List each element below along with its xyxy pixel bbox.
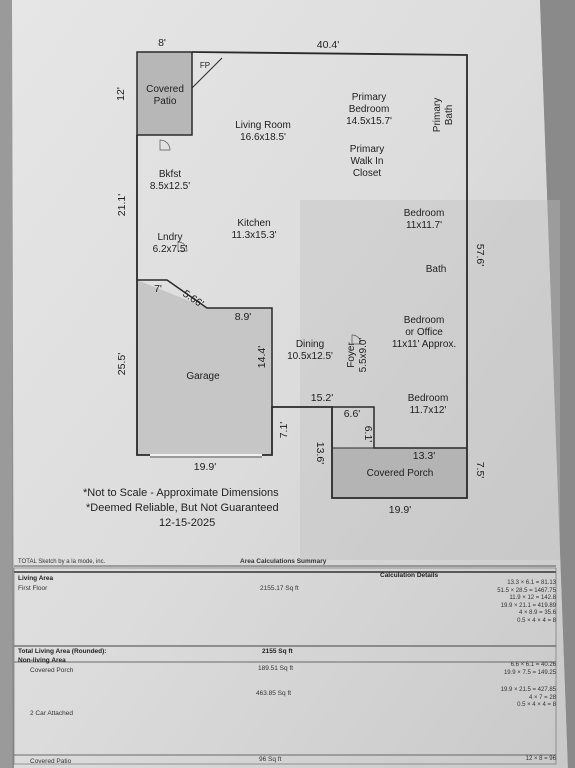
room-bedroom-office: Bedroom or Office 11x11' Approx.: [391, 315, 457, 350]
total-living-label: Total Living Area (Rounded):: [18, 648, 107, 655]
summary-title: Area Calculations Summary: [240, 558, 327, 565]
covered-porch-shape: [332, 448, 467, 498]
living-area-label: Living Area: [18, 575, 54, 582]
room-foyer: Foyer 5.5x9.0': [346, 337, 369, 373]
calc-details-label: Calculation Details: [380, 572, 439, 579]
garage-shape: [137, 280, 272, 455]
dim-left-21-1: 21.1': [116, 193, 128, 217]
porch-walls: [332, 406, 467, 449]
dim-garage-8-9: 8.9': [234, 311, 252, 323]
dim-porch-6-1: 6.1': [362, 425, 374, 443]
room-primary-bedroom: Primary Bedroom 14.5x15.7': [346, 92, 392, 127]
paper-sheet: [12, 0, 568, 768]
note-not-to-scale: *Not to Scale - Approximate Dimensions: [83, 487, 279, 499]
dim-garage-7: 7': [154, 283, 162, 295]
dim-right-57-6: 57.6': [474, 243, 486, 267]
dim-bottom-19-9-b: 19.9': [388, 504, 412, 516]
room-dining: Dining 10.5x12.5': [287, 339, 333, 362]
note-date: 12-15-2025: [159, 517, 216, 529]
room-living-room: Living Room 16.6x18.5': [235, 120, 291, 143]
calc_first_floor-line: 13.3 × 6.1 = 81.13: [507, 580, 556, 586]
calc-patio: 12 × 8 = 96: [420, 756, 556, 764]
dim-left-12: 12': [115, 87, 127, 101]
non-living-label: Non-living Area: [18, 657, 66, 664]
total-living-value: 2155 Sq ft: [262, 648, 293, 655]
dim-garage-14-4: 14.4': [256, 345, 268, 369]
room-bedroom-1: Bedroom 11x11.7': [403, 208, 445, 231]
room-breakfast: Bkfst 8.5x12.5': [149, 169, 191, 192]
calc_first_floor-line: 51.5 × 28.5 = 1467.75: [497, 587, 556, 594]
dim-porch-13-3: 13.3': [412, 450, 436, 462]
dim-left-25-5: 25.5': [116, 352, 128, 376]
calc_garage-line: 19.9 × 21.5 = 427.85: [500, 687, 556, 693]
dim-bottom-19-9-a: 19.9': [193, 461, 217, 473]
room-primary-bath: Primary Bath: [432, 97, 455, 133]
calc_porch-line: 19.9 × 7.5 = 149.25: [503, 669, 556, 676]
room-fireplace: FP: [199, 61, 211, 70]
calc_first_floor-line: 0.5 × 4 × 4 = 8: [517, 617, 556, 624]
first-floor-label: First Floor: [18, 585, 48, 592]
room-primary-walkin: Primary Walk In Closet: [349, 144, 385, 179]
room-laundry: Lndry 6.2x7.5': [152, 232, 188, 255]
dim-garage-7-1: 7.1': [278, 421, 290, 439]
first-floor-value: 2155.17 Sq ft: [260, 585, 299, 592]
patio-label: Covered Patio: [30, 758, 72, 765]
room-bath: Bath: [425, 264, 447, 275]
calc_garage-line: 4 × 7 = 28: [528, 694, 556, 701]
software-credit: TOTAL Sketch by a la mode, inc.: [18, 559, 106, 565]
room-garage: Garage: [186, 371, 220, 382]
dim-right-7-5: 7.5': [474, 461, 486, 479]
dim-mid-13-6: 13.6': [314, 441, 326, 465]
dim-top-40-4: 40.4': [316, 39, 340, 51]
patio-value: 96 Sq ft: [259, 756, 282, 763]
calc_first_floor-line: 19.9 × 21.1 = 419.89: [500, 602, 556, 609]
calc_patio-line: 12 × 8 = 96: [525, 756, 556, 762]
covered-patio-shape: [136, 51, 193, 136]
dim-top-8: 8': [158, 37, 166, 49]
room-bedroom-2: Bedroom 11.7x12': [407, 393, 449, 416]
note-deemed-reliable: *Deemed Reliable, But Not Guaranteed: [86, 502, 279, 514]
room-covered-patio: Covered Patio: [146, 84, 184, 107]
calc_garage-line: 0.5 × 4 × 4 = 8: [517, 702, 556, 708]
garage-walls: [137, 279, 273, 407]
room-kitchen: Kitchen 11.3x15.3': [231, 218, 277, 241]
dim-mid-15-2: 15.2': [310, 392, 334, 404]
calc_first_floor-line: 4 × 8.9 = 35.6: [518, 610, 556, 616]
room-covered-porch: Covered Porch: [366, 468, 434, 479]
calc_first_floor-line: 11.9 × 12 = 142.8: [509, 595, 556, 601]
covered-porch-label: Covered Porch: [30, 667, 74, 674]
garage-value: 463.85 Sq ft: [256, 690, 292, 697]
covered-porch-value: 189.51 Sq ft: [258, 665, 294, 672]
dim-porch-6-6: 6.6': [343, 408, 361, 420]
garage-label: 2 Car Attached: [30, 710, 73, 717]
calc_porch-line: 6.6 × 6.1 = 40.26: [510, 662, 556, 668]
